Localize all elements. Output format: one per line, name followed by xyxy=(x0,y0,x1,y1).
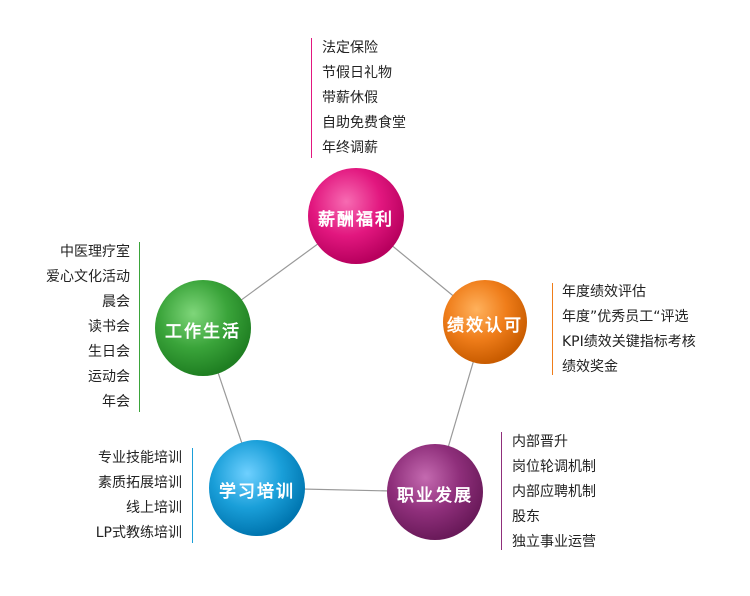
list-item: KPI绩效关键指标考核 xyxy=(562,334,696,350)
list-item: 专业技能培训 xyxy=(98,450,182,466)
performance-list-divider xyxy=(552,283,553,375)
list-item: 年度绩效评估 xyxy=(562,284,646,300)
learning-node-circle xyxy=(209,440,305,536)
worklife-list-divider xyxy=(139,242,140,412)
salary-node-circle xyxy=(308,168,404,264)
list-item: 中医理疗室 xyxy=(60,244,130,260)
salary-node-label: 薪酬福利 xyxy=(318,210,394,230)
list-item: 自助免费食堂 xyxy=(322,115,406,131)
salary-list-divider xyxy=(311,38,312,158)
list-item: 爱心文化活动 xyxy=(46,269,130,285)
performance-node-label: 绩效认可 xyxy=(447,316,523,336)
list-item: 独立事业运营 xyxy=(512,534,596,550)
career-node-circle xyxy=(387,444,483,540)
list-item: 内部晋升 xyxy=(512,434,568,450)
list-item: 读书会 xyxy=(88,319,130,335)
list-item: 年会 xyxy=(102,394,130,410)
worklife-node-label: 工作生活 xyxy=(165,322,241,342)
list-item: 股东 xyxy=(512,509,540,525)
list-item: 素质拓展培训 xyxy=(98,475,182,491)
list-item: LP式教练培训 xyxy=(95,525,182,541)
list-item: 节假日礼物 xyxy=(322,65,392,81)
list-item: 运动会 xyxy=(88,369,130,385)
learning-list: 专业技能培训 素质拓展培训 线上培训 LP式教练培训 xyxy=(96,446,182,546)
worklife-list: 中医理疗室 爱心文化活动 晨会 读书会 生日会 运动会 年会 xyxy=(46,240,130,415)
list-item: 年度”优秀员工“评选 xyxy=(562,309,689,325)
list-item: 岗位轮调机制 xyxy=(512,459,596,475)
list-item: 绩效奖金 xyxy=(562,359,618,375)
performance-node-circle xyxy=(443,280,527,364)
career-list-divider xyxy=(501,432,502,550)
career-list: 内部晋升 岗位轮调机制 内部应聘机制 股东 独立事业运营 xyxy=(512,430,596,555)
list-item: 内部应聘机制 xyxy=(512,484,596,500)
worklife-node-circle xyxy=(155,280,251,376)
list-item: 生日会 xyxy=(88,344,130,360)
list-item: 带薪休假 xyxy=(322,90,378,106)
learning-node-label: 学习培训 xyxy=(219,482,295,502)
career-node-label: 职业发展 xyxy=(397,486,473,506)
performance-list: 年度绩效评估 年度”优秀员工“评选 KPI绩效关键指标考核 绩效奖金 xyxy=(562,280,696,380)
learning-list-divider xyxy=(192,448,193,543)
list-item: 法定保险 xyxy=(322,40,378,56)
list-item: 晨会 xyxy=(102,294,130,310)
salary-list: 法定保险 节假日礼物 带薪休假 自助免费食堂 年终调薪 xyxy=(322,36,406,161)
list-item: 线上培训 xyxy=(126,500,182,516)
list-item: 年终调薪 xyxy=(322,140,378,156)
